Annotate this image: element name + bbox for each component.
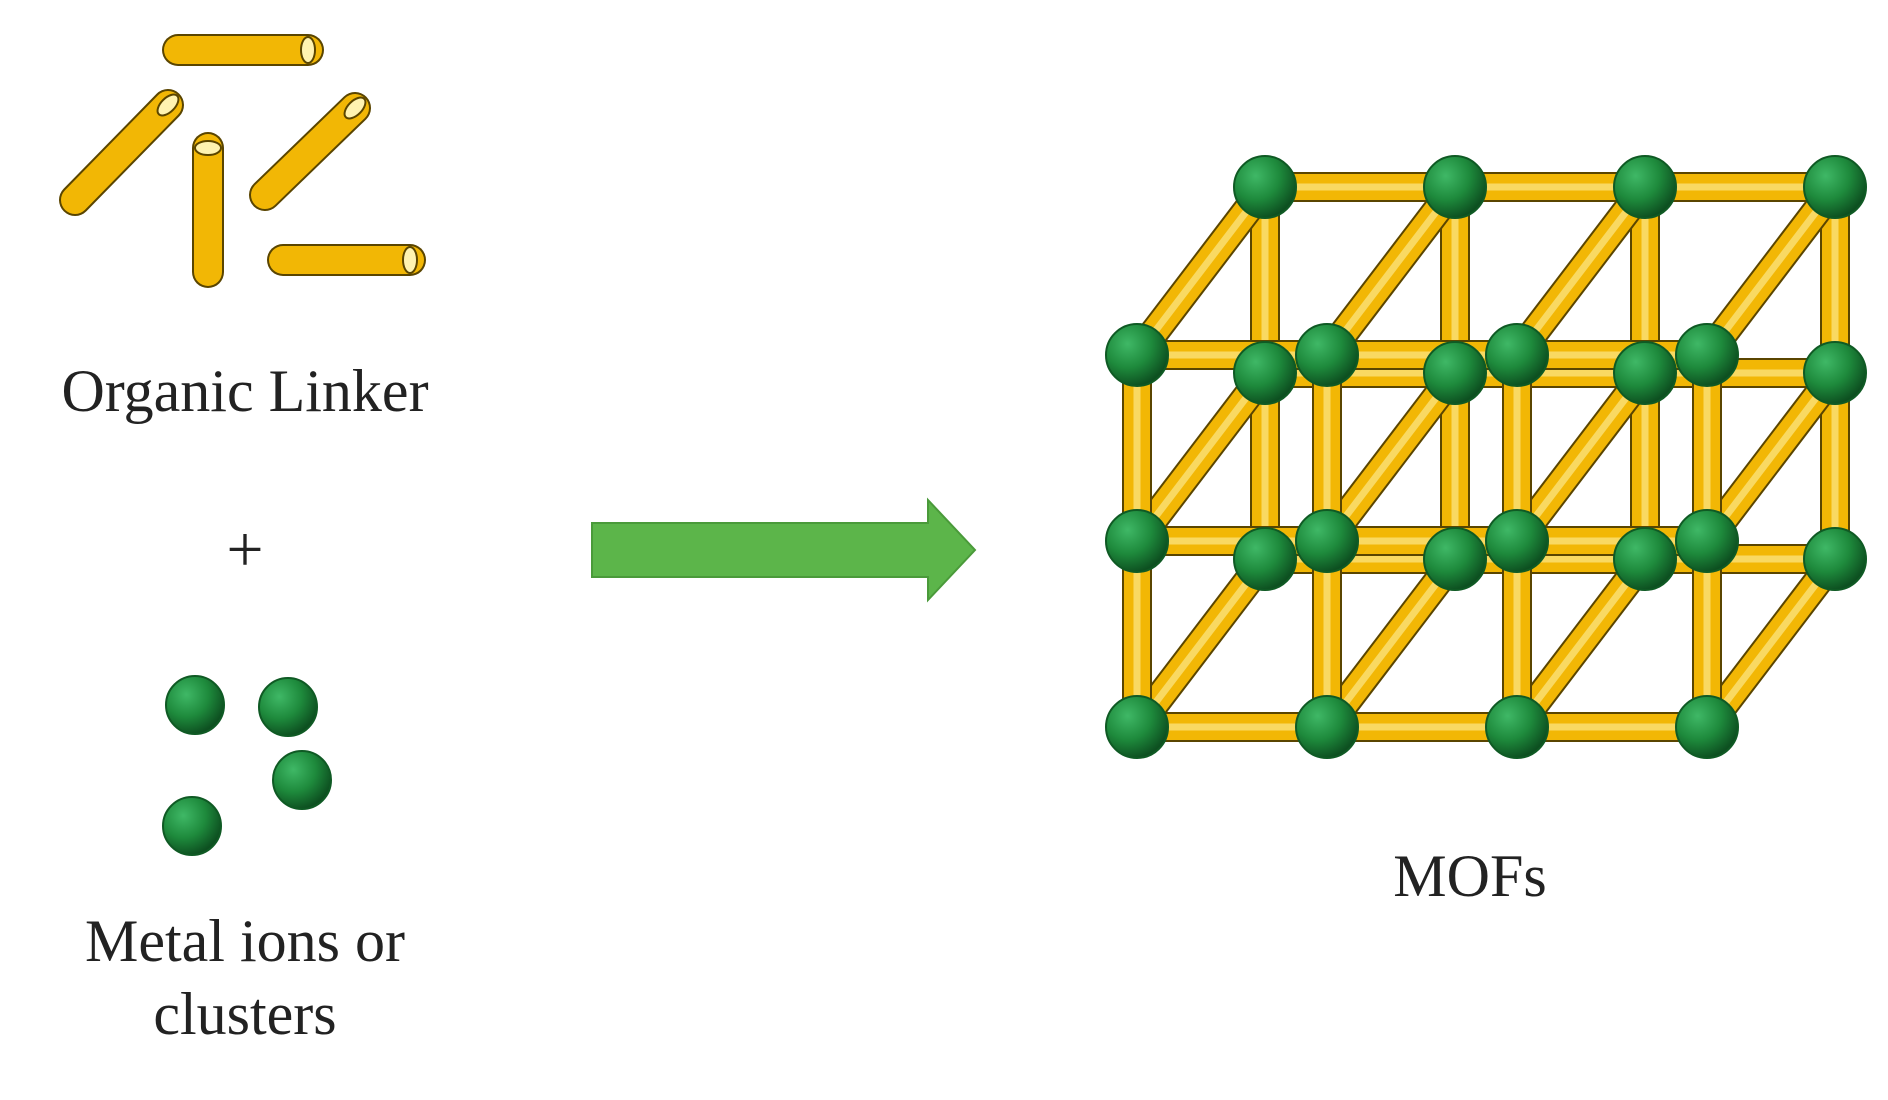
right-arrow-icon [591, 497, 977, 603]
metal-node [1485, 509, 1549, 573]
framework-metal-nodes [1105, 155, 1867, 759]
lattice-icon [1105, 155, 1867, 759]
metal-node [1105, 323, 1169, 387]
metal-node [1675, 509, 1739, 573]
metal-node [1423, 155, 1487, 219]
framework-linker [1125, 363, 1277, 551]
metal-node [1105, 695, 1169, 759]
framework-linkers [1122, 172, 1850, 742]
rod-icon [267, 244, 426, 276]
sphere-icon [258, 677, 318, 737]
metal-node [1233, 155, 1297, 219]
mofs-label: MOFs [1393, 843, 1547, 909]
metal-node [1105, 509, 1169, 573]
metal-node [1803, 155, 1867, 219]
metal-ions-label: Metal ions or clusters [85, 908, 405, 1048]
framework-linker [1315, 177, 1467, 365]
metal-node [1613, 155, 1677, 219]
rod-icon [162, 34, 324, 66]
framework-linker [1505, 177, 1657, 365]
framework-linker [1695, 177, 1847, 365]
metal-node [1675, 323, 1739, 387]
metal-node [1295, 695, 1359, 759]
metal-node [1423, 527, 1487, 591]
plus-sign: + [226, 513, 264, 586]
framework-linker [1505, 549, 1657, 737]
framework-linker [1695, 363, 1847, 551]
sphere-icon [162, 796, 222, 856]
sphere-icon [165, 675, 225, 735]
metal-node [1295, 323, 1359, 387]
organic-linker-label: Organic Linker [61, 358, 429, 424]
metal-node [1233, 527, 1297, 591]
metal-node [1803, 527, 1867, 591]
rod-icon [192, 132, 224, 288]
metal-node [1485, 695, 1549, 759]
metal-node [1613, 341, 1677, 405]
metal-node [1423, 341, 1487, 405]
framework-linker [1125, 549, 1277, 737]
metal-node [1485, 323, 1549, 387]
rod-icon [59, 89, 184, 216]
framework-linker [1505, 363, 1657, 551]
framework-linker [1125, 177, 1277, 365]
metal-node [1803, 341, 1867, 405]
framework-linker [1315, 549, 1467, 737]
sphere-icon [272, 750, 332, 810]
organic-linker-group [59, 34, 426, 288]
rod-icon [249, 92, 371, 211]
metal-node [1613, 527, 1677, 591]
metal-ions-group [162, 675, 332, 856]
framework-linker [1315, 363, 1467, 551]
metal-node [1675, 695, 1739, 759]
metal-node [1295, 509, 1359, 573]
metal-node [1233, 341, 1297, 405]
framework-linker [1695, 549, 1847, 737]
